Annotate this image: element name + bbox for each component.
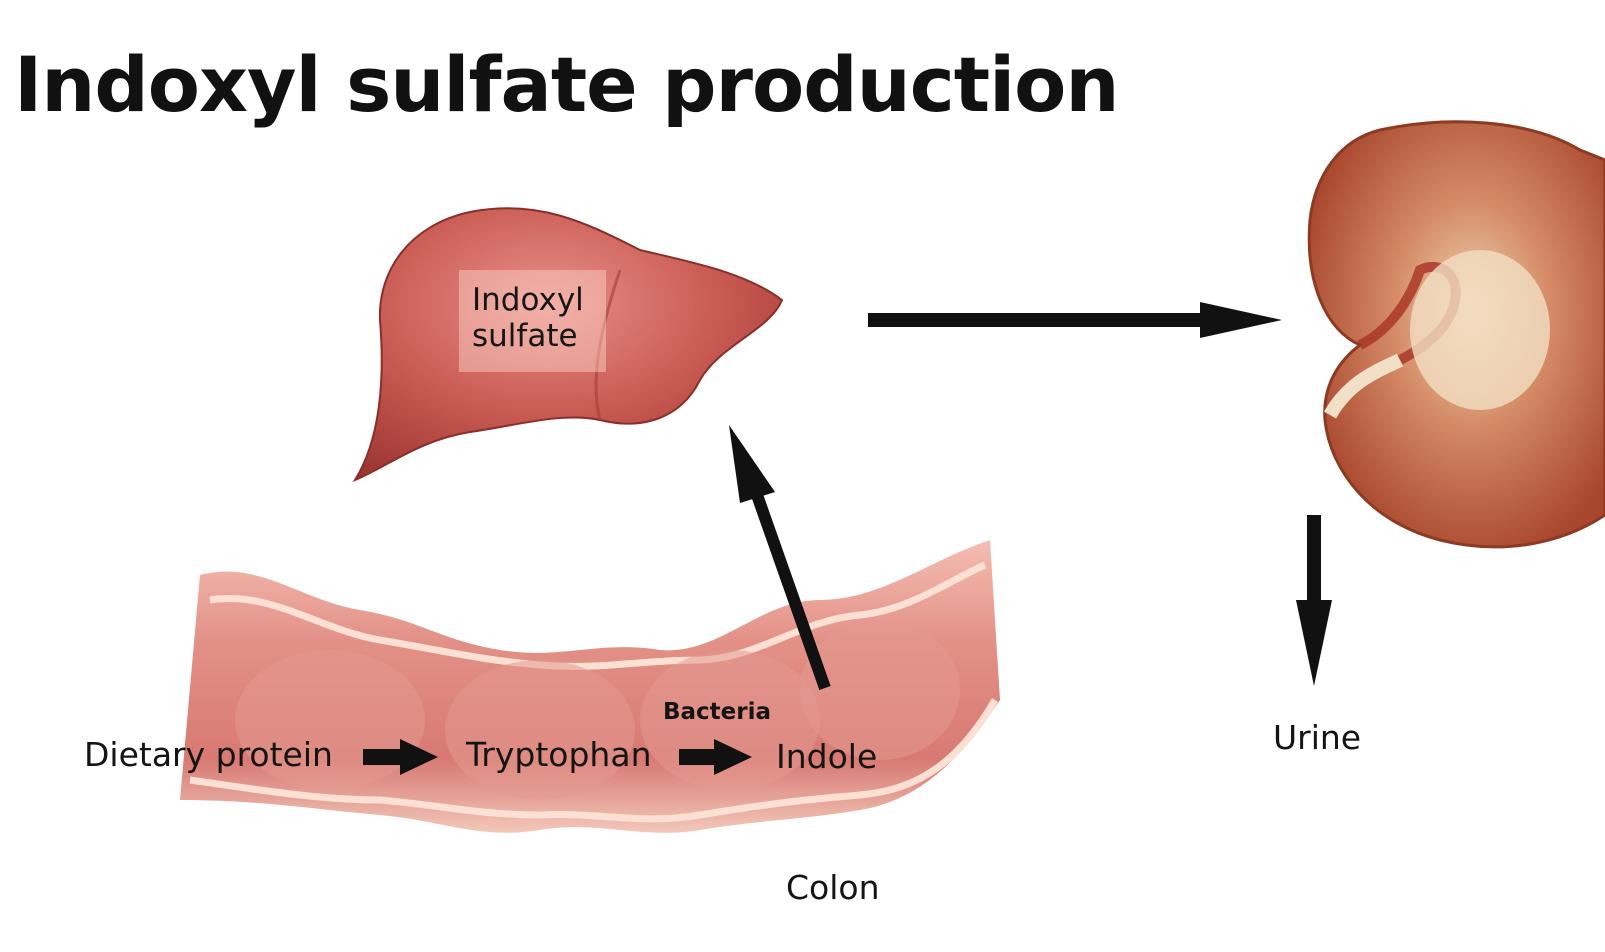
liver-label-line2: sulfate <box>472 318 578 354</box>
arrow-tryptophan-to-indole-head <box>714 739 752 775</box>
liver-label-line1: Indoxyl <box>472 282 584 318</box>
colon-illustration <box>180 540 1000 833</box>
arrow-liver-to-kidney-head <box>1200 302 1282 338</box>
urine-label: Urine <box>1273 718 1362 757</box>
colon-label: Colon <box>786 868 880 907</box>
arrow-protein-to-tryptophan-shaft <box>363 749 403 765</box>
arrows <box>363 302 1332 775</box>
arrow-indole-to-liver <box>751 493 831 690</box>
step-dietary-protein: Dietary protein <box>84 735 333 774</box>
diagram-title: Indoxyl sulfate production <box>14 40 1119 129</box>
step-annotation-bacteria: Bacteria <box>663 699 772 725</box>
liver-illustration <box>352 207 784 483</box>
arrow-protein-to-tryptophan-head <box>400 739 438 775</box>
arrow-kidney-to-urine-head <box>1296 600 1332 686</box>
step-indole: Indole <box>776 737 878 776</box>
arrow-indole-to-liver-head <box>729 425 775 503</box>
liver-label: Indoxyl sulfate <box>472 282 602 354</box>
arrow-tryptophan-to-indole-shaft <box>679 749 717 765</box>
step-tryptophan: Tryptophan <box>466 735 652 774</box>
kidney-illustration <box>1307 120 1605 549</box>
liver-label-box <box>459 270 606 372</box>
